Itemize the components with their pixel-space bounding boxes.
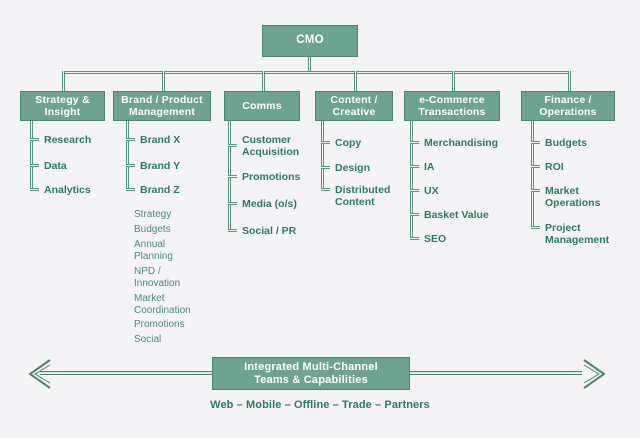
banner-label: Integrated Multi-Channel Teams & Capabil… [244,360,378,386]
dept-drop-2 [162,71,165,91]
footer-caption: Web – Mobile – Offline – Trade – Partner… [210,399,430,411]
dept-drop-1 [62,71,65,91]
dept-label: Comms [242,99,282,112]
dept-label: Strategy & Insight [35,93,90,118]
branch-tick [30,188,39,191]
branch-tick [126,188,135,191]
dept-drop-3 [262,71,265,91]
arrow-shaft-right [410,371,582,375]
dept-label: Finance / Operations [539,93,597,118]
branch-tick [228,229,237,232]
branch-tick [321,166,330,169]
branch-tick [531,226,540,229]
branch-tick [30,138,39,141]
sub-item[interactable]: Research [44,134,92,146]
cmo-label: CMO [296,34,324,47]
dept-label: Content / Creative [330,93,378,118]
note-item: Social [134,334,162,345]
branch-tick [228,144,237,147]
dept-label: e-Commerce Transactions [418,93,486,118]
note-item: Promotions [134,319,185,330]
branch-tick [410,141,419,144]
branch-tick [410,189,419,192]
sub-item[interactable]: UX [424,185,439,197]
branch-tick [321,141,330,144]
arrow-shaft-left [40,371,212,375]
distribution-bus [62,71,570,74]
arrow-head-left-icon [28,359,51,389]
sub-item[interactable]: Brand X [140,134,181,146]
branch-spine-5 [410,121,413,240]
branch-tick [531,141,540,144]
branch-tick [531,189,540,192]
sub-item[interactable]: Analytics [44,184,91,196]
sub-item[interactable]: Brand Z [140,184,180,196]
sub-item[interactable]: Design [335,162,371,174]
note-item: Market Coordination [134,293,191,316]
note-item: NPD / Innovation [134,266,181,289]
sub-item[interactable]: Market Operations [545,185,601,210]
dept-label: Brand / Product Management [121,93,203,118]
sub-item[interactable]: SEO [424,233,447,245]
branch-tick [410,213,419,216]
arrow-head-right-icon [583,359,606,389]
sub-item[interactable]: Budgets [545,137,587,149]
branch-tick [30,164,39,167]
sub-item[interactable]: Customer Acquisition [242,134,300,159]
sub-item[interactable]: Data [44,160,67,172]
integrated-teams-banner[interactable]: Integrated Multi-Channel Teams & Capabil… [212,357,410,390]
sub-item[interactable]: Brand Y [140,160,181,172]
dept-box-comms[interactable]: Comms [224,91,300,121]
branch-tick [410,237,419,240]
dept-box-brand-product-management[interactable]: Brand / Product Management [113,91,211,121]
branch-tick [531,165,540,168]
branch-tick [321,188,330,191]
branch-spine-6 [531,121,534,229]
sub-item[interactable]: ROI [545,161,564,173]
branch-tick [126,138,135,141]
dept-drop-6 [568,71,571,91]
sub-item[interactable]: Social / PR [242,225,297,237]
sub-item[interactable]: Distributed Content [335,184,391,209]
dept-drop-5 [452,71,455,91]
note-item: Strategy [134,209,172,220]
sub-item[interactable]: Basket Value [424,209,489,221]
dept-box-finance-operations[interactable]: Finance / Operations [521,91,615,121]
sub-item[interactable]: Copy [335,137,362,149]
cmo-box[interactable]: CMO [262,25,358,57]
branch-spine-4 [321,121,324,191]
branch-spine-2 [126,121,129,191]
note-item: Budgets [134,224,171,235]
branch-tick [228,175,237,178]
sub-item[interactable]: Merchandising [424,137,499,149]
dept-drop-4 [354,71,357,91]
branch-tick [228,202,237,205]
cmo-stem [308,57,311,73]
branch-tick [410,165,419,168]
sub-item[interactable]: Promotions [242,171,301,183]
dept-box-content-creative[interactable]: Content / Creative [315,91,393,121]
sub-item[interactable]: Media (o/s) [242,198,297,210]
branch-spine-1 [30,121,33,191]
sub-item[interactable]: IA [424,161,435,173]
note-item: Annual Planning [134,239,173,262]
branch-tick [126,164,135,167]
dept-box-ecommerce-transactions[interactable]: e-Commerce Transactions [404,91,500,121]
dept-box-strategy-insight[interactable]: Strategy & Insight [20,91,105,121]
sub-item[interactable]: Project Management [545,222,610,247]
